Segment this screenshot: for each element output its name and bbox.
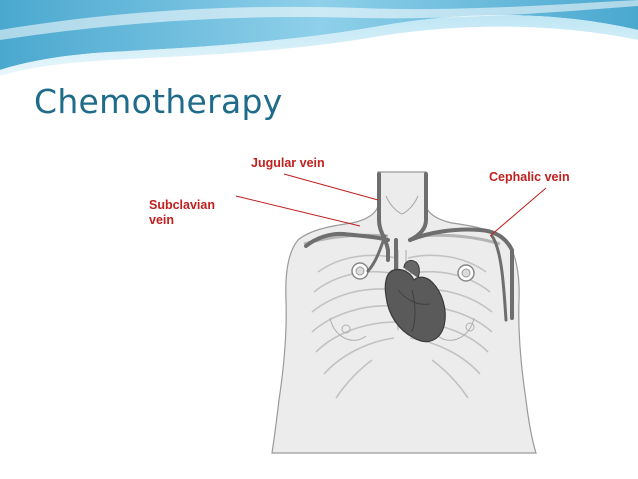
label-jugular-vein: Jugular vein — [251, 156, 325, 170]
label-cephalic-vein: Cephalic vein — [489, 170, 570, 184]
slide-title: Chemotherapy — [34, 82, 283, 121]
subclavian-vein-left — [304, 231, 390, 248]
leader-jugular — [283, 173, 379, 201]
subclavian-vein-right — [408, 227, 514, 320]
cephalic-vein-right — [490, 234, 508, 322]
heart — [384, 259, 446, 343]
chest-markers — [329, 317, 475, 341]
leader-cephalic — [489, 187, 547, 237]
veins — [304, 172, 514, 322]
leader-subclavian — [235, 195, 361, 227]
port-right — [457, 264, 475, 282]
label-subclavian-line2: vein — [149, 213, 175, 227]
port-left — [351, 262, 369, 280]
jugular-vein-left — [377, 172, 390, 262]
leader-lines — [235, 173, 547, 237]
neck-detail — [385, 195, 419, 215]
label-subclavian-vein: Subclavian vein — [149, 198, 215, 228]
label-subclavian-line1: Subclavian — [149, 198, 215, 212]
header-wave-decoration — [0, 0, 638, 77]
catheter-left — [366, 234, 387, 273]
